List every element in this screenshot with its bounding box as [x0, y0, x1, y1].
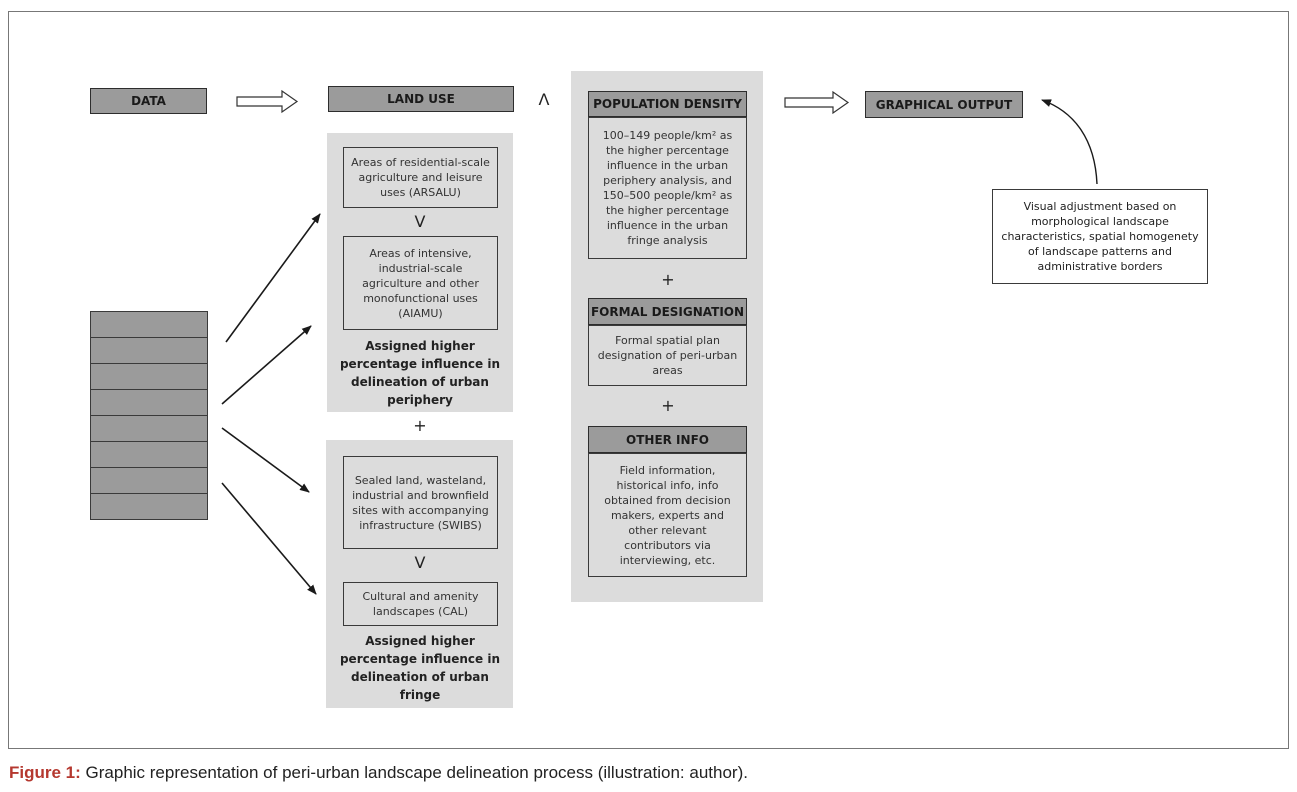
population-density-header: POPULATION DENSITY: [588, 91, 747, 117]
arrow-data-to-cal: [221, 482, 317, 595]
formal-designation-header: FORMAL DESIGNATION: [588, 298, 747, 325]
and-symbol: Λ: [538, 90, 550, 109]
plus-symbol: +: [661, 270, 675, 289]
data-stack: [90, 311, 208, 520]
fringe-note: Assigned higher percentage influence in …: [339, 634, 501, 702]
block-arrow-data-to-land-use: [236, 89, 299, 114]
graphical-output-header: GRAPHICAL OUTPUT: [865, 91, 1023, 118]
arrow-adjustment-to-output: [1041, 99, 1098, 185]
arrow-data-to-arsalu: [225, 213, 321, 343]
other-info-box: Field information, historical info, info…: [588, 453, 747, 577]
data-row: [91, 442, 207, 468]
other-info-header: OTHER INFO: [588, 426, 747, 453]
figure-caption: Figure 1: Graphic representation of peri…: [9, 763, 748, 783]
plus-symbol: +: [413, 416, 427, 435]
data-row: [91, 468, 207, 494]
arrow-data-to-swibs: [221, 427, 310, 493]
or-symbol: V: [414, 212, 426, 231]
data-row: [91, 416, 207, 442]
data-row: [91, 494, 207, 520]
figure-frame: [8, 11, 1289, 749]
visual-adjustment-box: Visual adjustment based on morphological…: [992, 189, 1208, 284]
data-header: DATA: [90, 88, 207, 114]
caption-label: Figure 1:: [9, 763, 81, 782]
or-symbol: V: [414, 553, 426, 572]
arsalu-box: Areas of residential-scale agriculture a…: [343, 147, 498, 208]
land-use-header: LAND USE: [328, 86, 514, 112]
periphery-note: Assigned higher percentage influence in …: [339, 339, 501, 407]
aiamu-box: Areas of intensive, industrial-scale agr…: [343, 236, 498, 330]
arrow-data-to-aiamu: [221, 325, 312, 405]
population-density-box: 100–149 people/km² as the higher percent…: [588, 117, 747, 259]
data-row: [91, 338, 207, 364]
block-arrow-criteria-to-output: [784, 90, 850, 115]
swibs-box: Sealed land, wasteland, industrial and b…: [343, 456, 498, 549]
formal-designation-box: Formal spatial plan designation of peri-…: [588, 325, 747, 386]
caption-text: Graphic representation of peri-urban lan…: [80, 763, 748, 782]
data-row: [91, 390, 207, 416]
data-row: [91, 364, 207, 390]
data-row: [91, 312, 207, 338]
cal-box: Cultural and amenity landscapes (CAL): [343, 582, 498, 626]
plus-symbol: +: [661, 396, 675, 415]
